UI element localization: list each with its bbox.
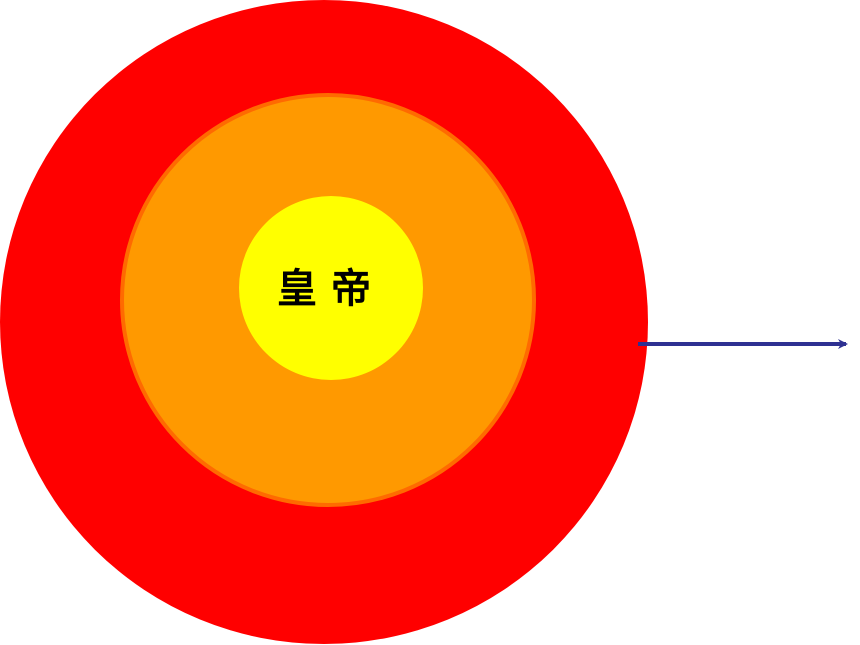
center-label: 皇帝: [277, 265, 385, 312]
inner-circle: [239, 196, 423, 380]
